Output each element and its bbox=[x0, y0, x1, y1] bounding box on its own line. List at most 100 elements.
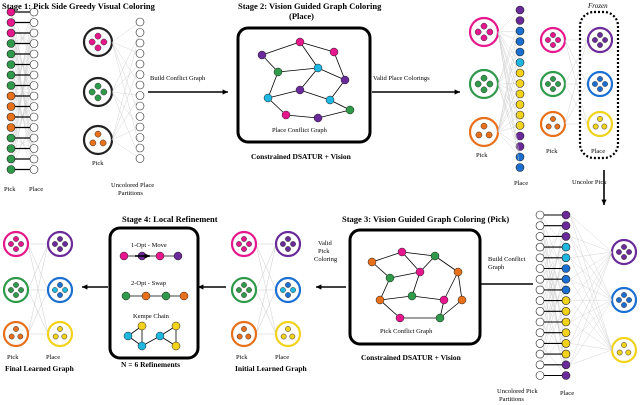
stage3-partition-edge bbox=[569, 321, 613, 351]
right-edge bbox=[497, 31, 521, 137]
stage1-place-node bbox=[29, 133, 39, 143]
right-pick-partition2-dot bbox=[545, 37, 551, 43]
opt1-node bbox=[119, 251, 129, 261]
stage1-uncolored-place-node bbox=[135, 154, 145, 163]
frozen-place-partition-dot bbox=[592, 81, 598, 87]
right-partition-edge bbox=[564, 39, 588, 85]
kempe-node bbox=[123, 331, 133, 341]
right-partition-edge bbox=[564, 39, 588, 125]
stage1-partition-edge bbox=[111, 91, 141, 159]
final-graph-caption: Final Learned Graph bbox=[5, 364, 74, 373]
right-pick-partition bbox=[468, 116, 500, 148]
stage1-place-node bbox=[29, 91, 39, 101]
right-pick-partition-dot bbox=[480, 22, 488, 30]
final-place-partition bbox=[46, 320, 74, 348]
initial-place-partition bbox=[274, 230, 302, 258]
pick-conflict-node bbox=[395, 313, 405, 323]
opt1-label: 1-Opt - Move bbox=[131, 242, 167, 249]
opt2-node bbox=[179, 291, 189, 301]
stage3-place-node bbox=[561, 296, 571, 305]
final-place-partition-dot bbox=[62, 287, 68, 293]
stage1-partition-edge bbox=[111, 91, 141, 96]
right-pick-partition bbox=[468, 68, 500, 100]
stage3-edge bbox=[539, 268, 567, 365]
stage3-place-partition-dot bbox=[621, 244, 627, 250]
stage3-edge bbox=[539, 246, 567, 280]
stage1-place-node bbox=[29, 18, 39, 27]
stage3-place-node bbox=[561, 221, 571, 230]
right-place-node bbox=[515, 5, 525, 15]
stage1-pick-node bbox=[6, 133, 16, 143]
right-edge bbox=[497, 20, 521, 133]
stage3-place-node bbox=[561, 339, 571, 348]
stage1-place-node bbox=[29, 70, 39, 80]
right-place-node bbox=[515, 47, 525, 57]
place-conflict-edge bbox=[317, 109, 351, 119]
place-conflict-edge bbox=[299, 67, 319, 91]
stage1-title: Stage 1: Pick Side Greedy Visual Colorin… bbox=[2, 1, 155, 11]
place-conflict-node bbox=[263, 93, 273, 103]
stage3-place-node bbox=[561, 232, 571, 241]
stage3-partition-edge bbox=[569, 251, 613, 280]
stage3-uncolored-pick-node bbox=[535, 349, 545, 359]
opt2-node bbox=[121, 291, 131, 301]
pick-conflict-edge bbox=[379, 299, 401, 319]
right-pick-partition2-dot bbox=[550, 32, 556, 38]
stage3-place-node bbox=[561, 242, 571, 252]
stage3-partition-edge bbox=[569, 251, 613, 323]
valid-place-colorings-label: Valid Place Colorings bbox=[373, 75, 430, 82]
frozen-box bbox=[578, 10, 620, 160]
final-pick-partition-dot bbox=[18, 241, 24, 247]
stage3-place-node bbox=[561, 253, 571, 263]
final-place-partition-dot bbox=[62, 241, 68, 247]
right-place-node bbox=[515, 110, 525, 120]
stage1-place-label: Place bbox=[29, 186, 44, 193]
final-place-partition-dot bbox=[57, 236, 63, 242]
pick-conflict-edge bbox=[401, 251, 436, 257]
stage1-uncolored-place-node bbox=[135, 133, 145, 142]
final-pick-partition-dot bbox=[8, 287, 14, 293]
stage1-partition-edge bbox=[111, 21, 141, 43]
pick-conflict-edge bbox=[379, 295, 413, 301]
stage3-place-node bbox=[561, 317, 571, 327]
build-conflict-label-b: Graph bbox=[488, 264, 505, 271]
stage3-place-partition-dot bbox=[621, 342, 627, 348]
stage3-place-node bbox=[561, 285, 571, 295]
stage1-place-node bbox=[29, 49, 39, 59]
stage1-place-node bbox=[29, 7, 39, 17]
stage3-place-node bbox=[561, 349, 571, 359]
arrow-to-refine-head bbox=[198, 284, 204, 290]
arrow-valid-pick-head bbox=[316, 284, 322, 290]
stage3-uncolored-pick-node bbox=[535, 253, 545, 263]
arrow-build-conflict-head bbox=[222, 89, 228, 95]
stage1-partition-edge bbox=[111, 126, 141, 141]
arrow-valid-place-head bbox=[454, 89, 460, 95]
stage3-uncolored-pick-node bbox=[535, 221, 545, 230]
right-pick-partition-dot bbox=[486, 80, 494, 88]
initial-pick-partition-dot bbox=[246, 287, 252, 293]
refinements-label: N = 6 Refinements bbox=[121, 360, 181, 369]
stage1-pick-label2: Pick bbox=[92, 160, 104, 167]
stage1-place-node bbox=[29, 112, 39, 122]
final-pick-partition-dot bbox=[17, 333, 24, 340]
final-place-partition-dot bbox=[57, 282, 63, 288]
right-pick-partition2-dot bbox=[555, 81, 561, 87]
stage1-pick-partition-dot bbox=[94, 32, 102, 40]
right-place-node bbox=[515, 37, 525, 46]
stage1-pick-node bbox=[6, 28, 16, 38]
pick-conflict-edge bbox=[457, 271, 463, 301]
stage3-uncolored-pick-node bbox=[535, 264, 545, 273]
uncolor-pick-label: Uncolor Pick bbox=[572, 179, 607, 186]
place-conflict-node bbox=[273, 67, 283, 77]
stage3-partition-edge bbox=[569, 251, 613, 344]
stage3-place-node bbox=[561, 360, 571, 370]
final-pick-partition-dot bbox=[13, 292, 19, 298]
right-pick-partition2-dot bbox=[545, 123, 552, 130]
final-pick-partition-dot bbox=[18, 287, 24, 293]
stage1-pick-node bbox=[6, 60, 16, 69]
opt1-arrow-head bbox=[144, 253, 150, 259]
final-edge bbox=[27, 243, 49, 335]
stage1-partition-edge bbox=[111, 32, 141, 93]
place-conflict-edge bbox=[299, 41, 335, 53]
right-pick-partition2-dot bbox=[550, 116, 556, 122]
